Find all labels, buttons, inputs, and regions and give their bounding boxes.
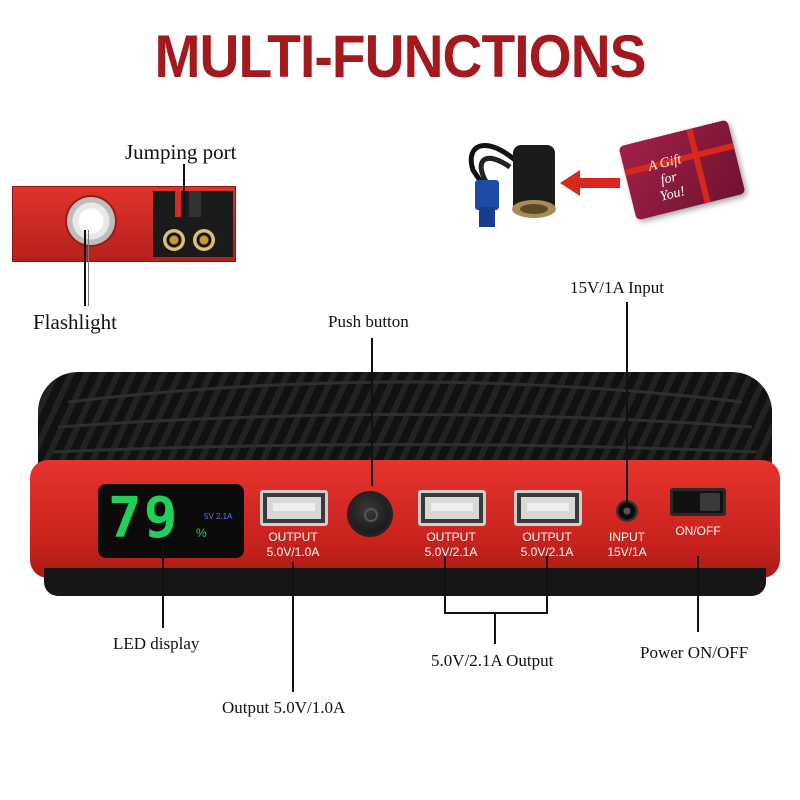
lighter-adapter-image [455,125,565,235]
led-display-unit: % [196,526,207,540]
output-21a-leader-left [444,556,446,614]
led-display-status: 5V 2.1A [204,512,233,521]
power-callout: Power ON/OFF [640,643,749,662]
push-button-label: Push button [328,312,409,331]
jumping-port-label: Jumping port [125,140,237,164]
output-21a-callout: 5.0V/2.1A Output [431,651,554,670]
led-display: 79 % 5V 2.1A [98,484,244,558]
power-icon [364,508,378,522]
device-base [44,568,766,596]
output-1a-leader [292,562,294,692]
input-label: 15V/1A Input [570,278,664,297]
usb-output-21a-port-1[interactable] [418,490,486,526]
gift-card-text: A Gift for You! [646,152,687,205]
led-display-value: 79 [108,486,180,551]
gift-card: A Gift for You! [618,119,746,221]
dc-input-jack[interactable] [616,500,638,522]
output-21a-leader-right [546,556,548,614]
flashlight-leader [84,230,86,306]
output-21a-leader-center [494,612,496,644]
jumping-port-block [153,191,233,257]
jumping-port-socket-right [193,229,215,251]
usb-output-21a-port-2[interactable] [514,490,582,526]
push-button-leader [371,338,373,486]
led-display-leader [162,546,164,628]
jumping-port-leader [183,164,185,214]
output-21a-bracket [444,612,548,614]
power-switch[interactable] [670,488,726,516]
side-module-image [12,186,236,262]
input-leader [626,302,628,508]
power-leader [697,556,699,632]
dc-input-label: INPUT 15V/1A [607,530,647,559]
power-switch-label: ON/OFF [675,524,721,538]
output-1a-callout: Output 5.0V/1.0A [222,698,346,717]
power-bank-device: 79 % 5V 2.1A OUTPUT 5.0V/1.0A OUTPUT 5.0… [30,372,780,602]
flashlight-label: Flashlight [33,310,118,334]
led-display-callout: LED display [113,634,200,653]
flashlight-lens [67,197,115,245]
usb-output-21a-label-1: OUTPUT 5.0V/2.1A [424,530,478,559]
jumping-port-socket-left [163,229,185,251]
arrow-left-icon [560,170,620,196]
usb-output-1a-port[interactable] [260,490,328,526]
usb-output-21a-label-2: OUTPUT 5.0V/2.1A [520,530,574,559]
device-top-tread [38,372,772,472]
usb-output-1a-label: OUTPUT 5.0V/1.0A [266,530,320,559]
push-button[interactable] [350,494,390,534]
page-title: MULTI-FUNCTIONS [154,23,646,90]
